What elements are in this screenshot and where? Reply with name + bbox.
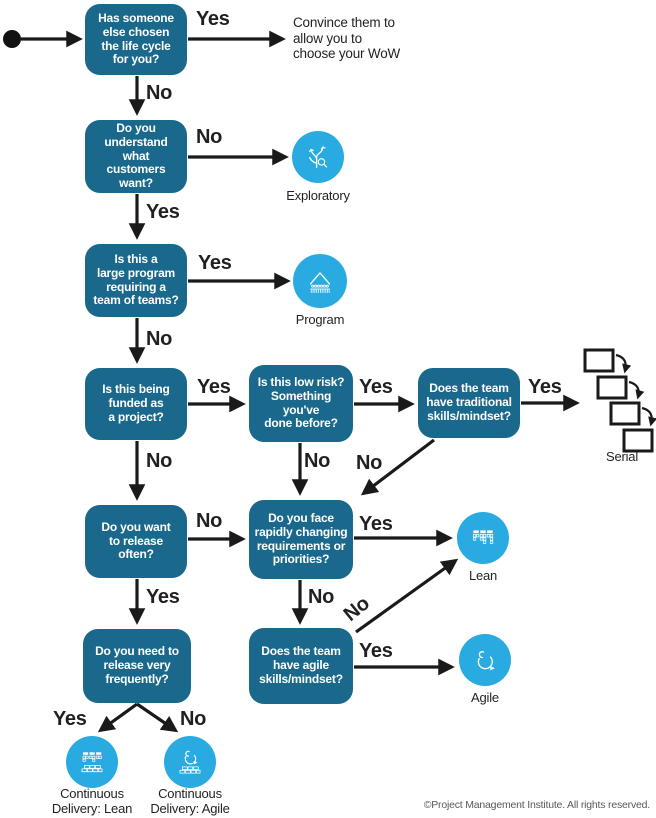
question-funded-as-project: Is this being funded as a project? bbox=[85, 368, 187, 440]
outcome-label-program: Program bbox=[295, 312, 345, 327]
branching-paths-icon bbox=[309, 146, 328, 169]
question-text: Does the team have traditional skills/mi… bbox=[426, 381, 512, 423]
question-text: Has someone else chosen the life cycle f… bbox=[98, 10, 174, 67]
edge-label-q1-no: No bbox=[146, 82, 173, 104]
question-text: Do you face rapidly changing requirement… bbox=[254, 510, 348, 567]
outcome-label-cd-agile: Continuous Delivery: Agile bbox=[150, 786, 230, 817]
outcome-label-cd-lean: Continuous Delivery: Lean bbox=[51, 786, 133, 817]
continuous-delivery-lean-icon bbox=[66, 736, 118, 788]
outcome-label-agile: Agile bbox=[471, 690, 499, 705]
continuous-delivery-agile-icon bbox=[164, 736, 216, 788]
kanban-board-icon bbox=[472, 530, 494, 544]
kanban-and-bricks-icon bbox=[81, 752, 103, 773]
question-large-program: Is this a large program requiring a team… bbox=[85, 244, 187, 317]
question-text: Is this a large program requiring a team… bbox=[93, 251, 179, 308]
lean-icon bbox=[457, 512, 509, 564]
question-release-often: Do you want to release often? bbox=[85, 505, 187, 578]
edge-label-q8-no: No bbox=[308, 586, 335, 608]
team-of-teams-icon bbox=[309, 272, 331, 294]
convince-note: Convince them to allow you to choose you… bbox=[293, 15, 401, 62]
copyright-notice: ©Project Management Institute. All right… bbox=[423, 799, 651, 811]
outcome-label-lean: Lean bbox=[468, 568, 498, 583]
edge-label-q9-yes: Yes bbox=[359, 640, 393, 662]
edge-label-q1-yes: Yes bbox=[196, 8, 230, 30]
question-text: Do you want to release often? bbox=[101, 519, 171, 562]
start-node bbox=[3, 30, 21, 48]
outcome-label-serial: Serial bbox=[605, 449, 639, 464]
agile-icon bbox=[459, 634, 511, 686]
edge-label-q5-no: No bbox=[304, 450, 331, 472]
serial-icon bbox=[583, 348, 656, 453]
loop-and-bricks-icon bbox=[179, 750, 201, 774]
question-low-risk: Is this low risk? Something you've done … bbox=[249, 365, 353, 442]
question-text: Do you understand what customers want? bbox=[104, 120, 168, 191]
question-release-very-frequently: Do you need to release very frequently? bbox=[83, 629, 191, 703]
edge-label-q4-yes: Yes bbox=[197, 376, 231, 398]
question-traditional-skills: Does the team have traditional skills/mi… bbox=[418, 368, 520, 438]
edge-label-q2-no: No bbox=[196, 126, 223, 148]
outcome-label-exploratory: Exploratory bbox=[286, 188, 350, 203]
edge-label-q10-yes: Yes bbox=[53, 708, 87, 730]
arrow-q9-no bbox=[355, 558, 459, 634]
edge-label-q5-yes: Yes bbox=[359, 376, 393, 398]
edge-label-q8-yes: Yes bbox=[359, 513, 393, 535]
question-understand-customers: Do you understand what customers want? bbox=[85, 120, 187, 193]
arrow-q6-no bbox=[360, 438, 435, 496]
question-agile-skills: Does the team have agile skills/mindset? bbox=[249, 628, 353, 704]
arrow-q10-yes bbox=[97, 702, 138, 733]
edge-label-q10-no: No bbox=[180, 708, 207, 730]
iteration-loop-icon bbox=[477, 651, 495, 671]
edge-label-q3-no: No bbox=[146, 328, 173, 350]
exploratory-icon bbox=[292, 131, 344, 183]
program-icon bbox=[293, 254, 347, 308]
edge-label-q7-yes: Yes bbox=[146, 586, 180, 608]
arrow-q10-no bbox=[136, 702, 179, 733]
edge-label-q4-no: No bbox=[146, 450, 173, 472]
edge-label-q6-yes: Yes bbox=[528, 376, 562, 398]
edge-label-q2-yes: Yes bbox=[146, 201, 180, 223]
question-text: Does the team have agile skills/mindset? bbox=[259, 644, 343, 686]
edge-label-q7-no: No bbox=[196, 510, 223, 532]
question-text: Do you need to release very frequently? bbox=[95, 644, 179, 686]
question-text: Is this being funded as a project? bbox=[102, 382, 170, 424]
question-text: Is this low risk? Something you've done … bbox=[257, 374, 345, 431]
edge-label-q6-no: No bbox=[356, 452, 383, 474]
edge-label-q3-yes: Yes bbox=[198, 252, 232, 274]
question-life-cycle-chosen: Has someone else chosen the life cycle f… bbox=[85, 4, 187, 75]
question-changing-requirements: Do you face rapidly changing requirement… bbox=[249, 500, 353, 579]
